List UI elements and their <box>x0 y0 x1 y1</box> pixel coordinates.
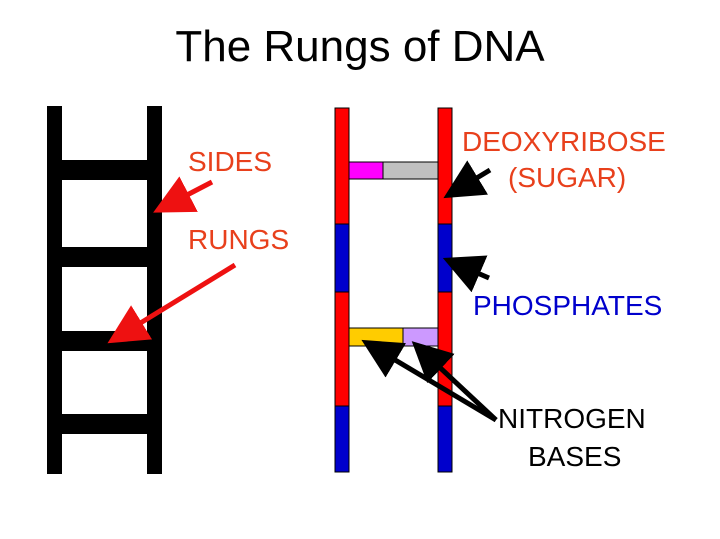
arrow-nitrogen-yellow <box>361 339 498 423</box>
ladder-rung <box>47 414 162 434</box>
label-nitrogen: NITROGEN <box>498 403 646 434</box>
ladder-rung <box>47 331 162 351</box>
phosphate-segment <box>334 405 350 473</box>
phosphate-segment <box>437 223 453 293</box>
sugar-segment <box>437 107 453 225</box>
label-rungs: RUNGS <box>188 224 289 255</box>
ladder-rung <box>47 247 162 267</box>
phosphate-segment <box>334 223 350 293</box>
arrow-sides <box>153 176 214 213</box>
page-title: The Rungs of DNA <box>175 22 545 71</box>
sugar-segment <box>334 107 350 225</box>
arrow-rungs <box>107 262 237 344</box>
base-gray <box>382 161 439 180</box>
label-sides: SIDES <box>188 146 272 177</box>
arrow-nitrogen-lavender <box>411 341 498 422</box>
ladder <box>47 106 162 474</box>
dna-ladder <box>334 107 453 473</box>
label-bases: BASES <box>528 441 621 472</box>
phosphate-segment <box>437 405 453 473</box>
base-lavender <box>402 327 439 347</box>
base-yellow <box>348 327 404 347</box>
ladder-side-left <box>47 106 62 474</box>
arrow-phosphates <box>442 255 490 293</box>
sugar-segment <box>334 291 350 407</box>
arrow-deoxyribose <box>443 160 492 199</box>
label-phosphates: PHOSPHATES <box>473 290 662 321</box>
base-magenta <box>348 161 384 180</box>
label-sugar: (SUGAR) <box>508 162 626 193</box>
label-deoxyribose: DEOXYRIBOSE <box>462 126 666 157</box>
ladder-rung <box>47 160 162 180</box>
